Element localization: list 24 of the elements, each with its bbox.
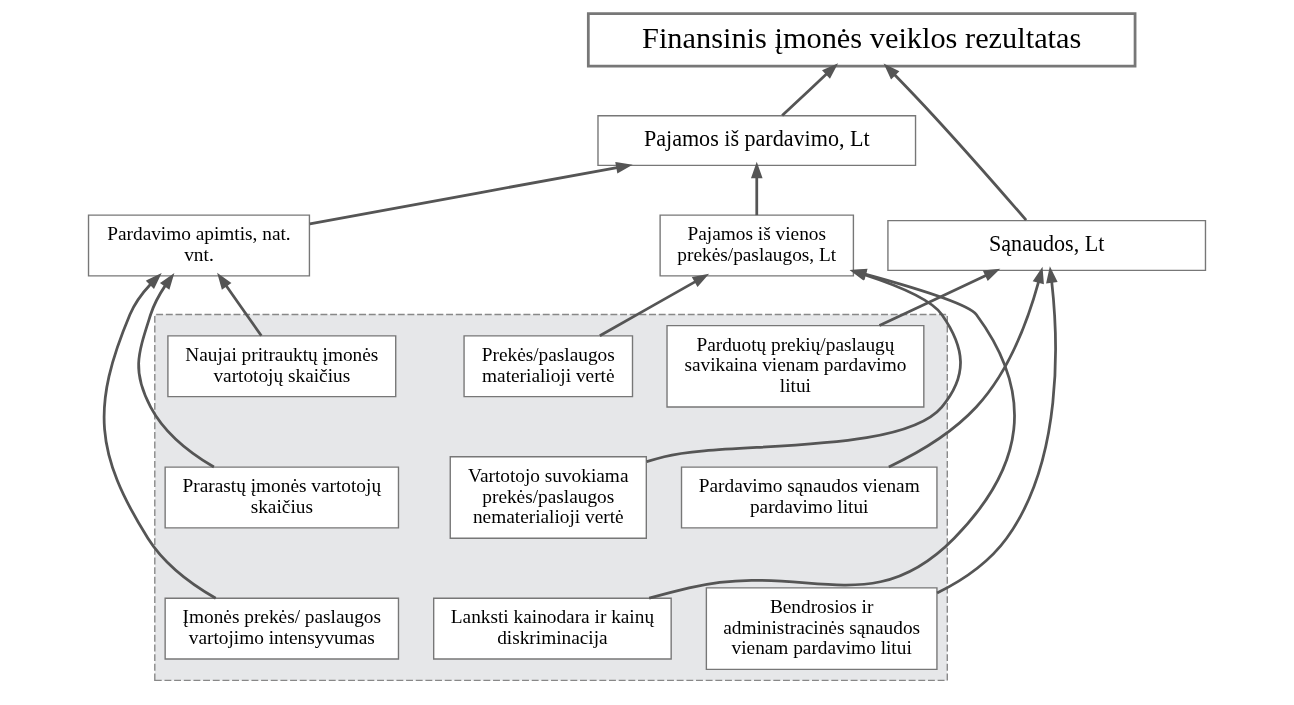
- node-box: Finansinis įmonės veiklos rezultatas: [586, 12, 1137, 68]
- node-box: Pajamos iš pardavimo, Lt: [597, 115, 917, 167]
- arrow: [936, 266, 1058, 595]
- node-box: Pajamos iš vienos prekės/paslaugos, Lt: [659, 214, 855, 277]
- node-box: Vartotojo suvokiama prekės/paslaugos nematerialioji vertė: [449, 456, 647, 539]
- node-box: Pardavimo apimtis, nat. vnt.: [87, 214, 311, 277]
- node-box: Pardavimo sąnaudos vienam pardavimo litui: [680, 466, 938, 529]
- node-box: Lanksti kainodara ir kainų diskriminacija: [433, 597, 672, 660]
- node-box: Sąnaudos, Lt: [887, 219, 1207, 272]
- arrow: [137, 272, 215, 469]
- arrow: [781, 63, 839, 117]
- node-box: Prarastų įmonės vartotojų skaičius: [164, 466, 400, 529]
- arrow: [750, 161, 763, 216]
- arrow: [309, 161, 633, 226]
- node-box: Parduotų prekių/paslaugų savikaina vienam pardavimo litui: [666, 324, 925, 408]
- arrow: [883, 63, 1028, 222]
- node-box: Įmonės prekės/ paslaugos vartojimo intensyvumas: [164, 597, 400, 660]
- node-box: Bendrosios ir administracinės sąnaudos vienam pardavimo litui: [705, 587, 938, 671]
- cluster: [154, 313, 948, 682]
- arrow: [888, 266, 1044, 469]
- arrow: [217, 272, 263, 337]
- node-box: Prekės/paslaugos materialioji vertė: [463, 335, 634, 398]
- arrow: [102, 273, 217, 600]
- node-box: Naujai pritrauktų įmonės vartotojų skaičius: [167, 335, 397, 398]
